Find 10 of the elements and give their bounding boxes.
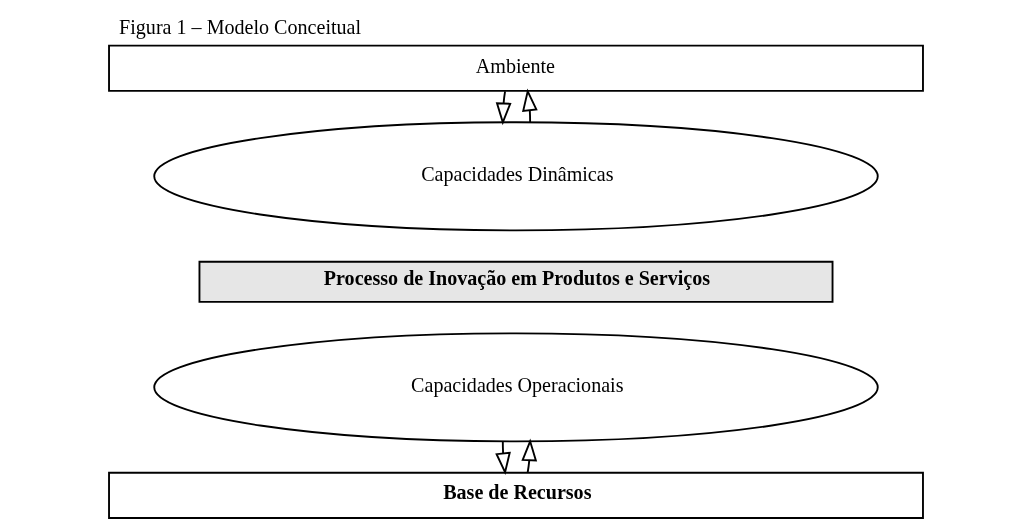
arrow (495, 90, 512, 126)
arrow (521, 438, 538, 474)
node-ellipse: Capacidades Operacionais (153, 332, 879, 443)
node-box: Processo de Inovação em Produtos e Serviços (198, 260, 834, 303)
node-box: Ambiente (108, 44, 924, 92)
arrow (495, 440, 511, 476)
node-ellipse: Capacidades Dinâmicas (153, 121, 879, 232)
arrow (522, 88, 538, 124)
node-box: Base de Recursos (108, 471, 924, 519)
diagram-title: Figura 1 – Modelo Conceitual (119, 16, 362, 39)
